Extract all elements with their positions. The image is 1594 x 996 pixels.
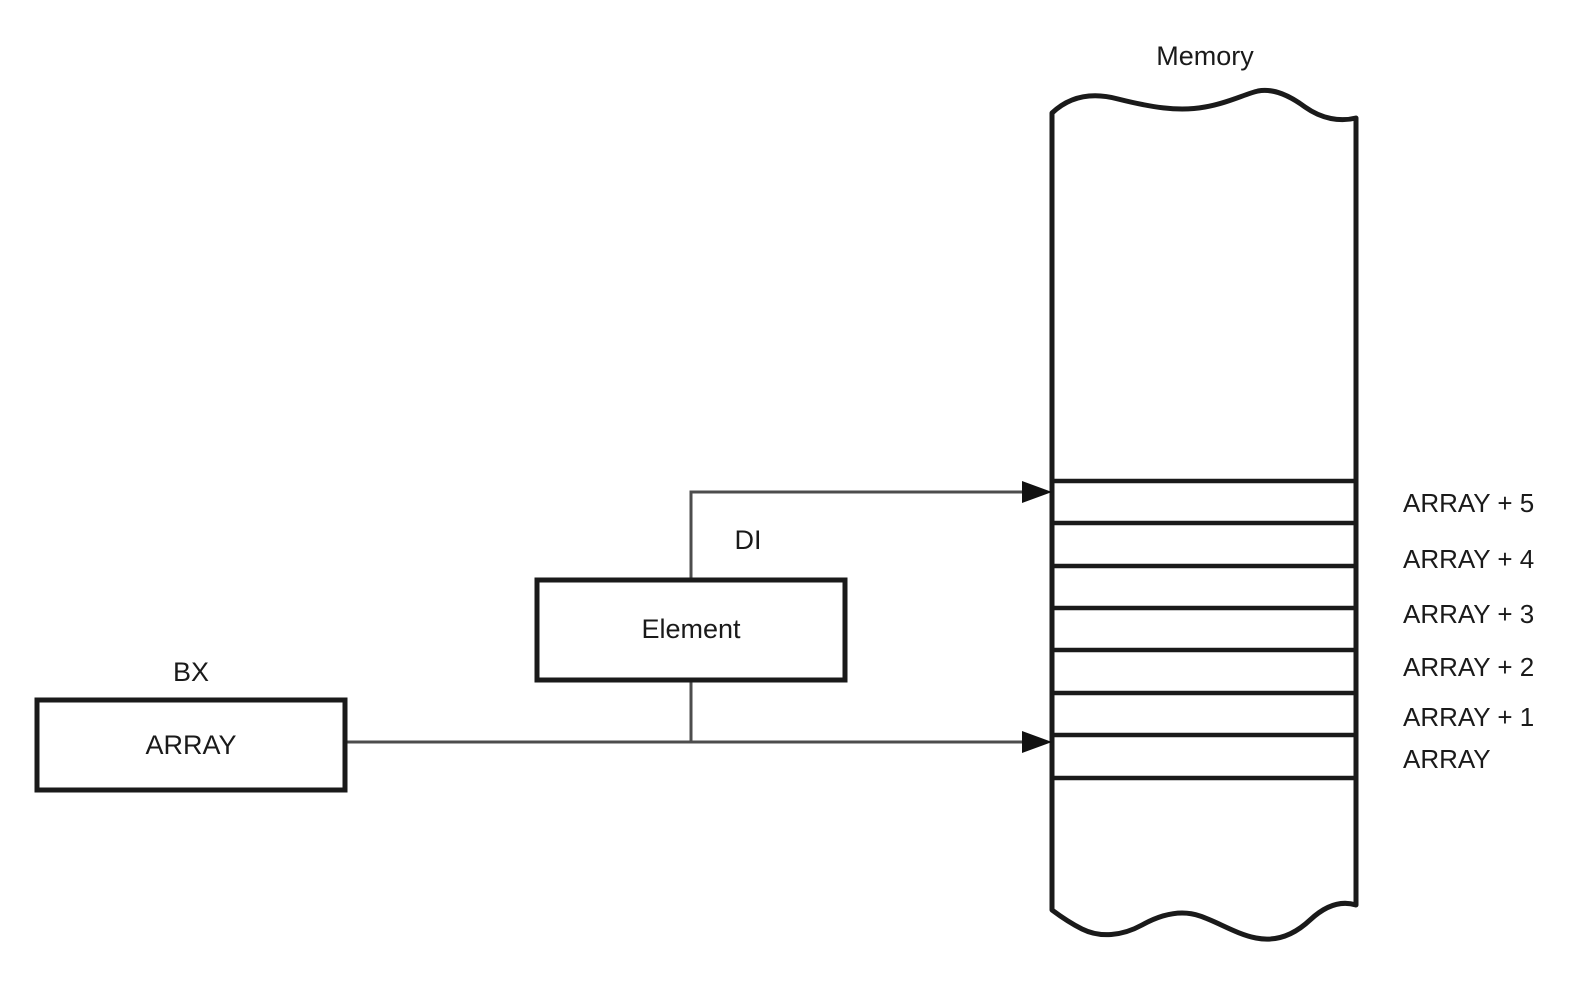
memory-heading: Memory — [1156, 41, 1254, 71]
memory-cell-label-array-plus-2: ARRAY + 2 — [1403, 652, 1534, 682]
memory-cell-label-array-plus-5: ARRAY + 5 — [1403, 488, 1534, 518]
di-arrowhead — [1022, 481, 1052, 503]
memory-cell-label-array-plus-3: ARRAY + 3 — [1403, 599, 1534, 629]
bx-register-label: BX — [173, 657, 209, 687]
di-register-box — [534, 577, 848, 683]
memory-cell-label-array: ARRAY — [1403, 744, 1491, 774]
bx-register-box — [34, 697, 348, 793]
di-register-value: Element — [641, 614, 741, 644]
bx-pointer-arrow — [345, 731, 1052, 753]
bx-register-value: ARRAY — [145, 730, 236, 760]
memory-cell-label-array-plus-1: ARRAY + 1 — [1403, 702, 1534, 732]
memory-column — [1049, 87, 1359, 942]
bx-arrowhead — [1022, 731, 1052, 753]
memory-outline — [1049, 87, 1359, 942]
di-register-label: DI — [735, 525, 762, 555]
memory-cell-label-array-plus-4: ARRAY + 4 — [1403, 544, 1534, 574]
